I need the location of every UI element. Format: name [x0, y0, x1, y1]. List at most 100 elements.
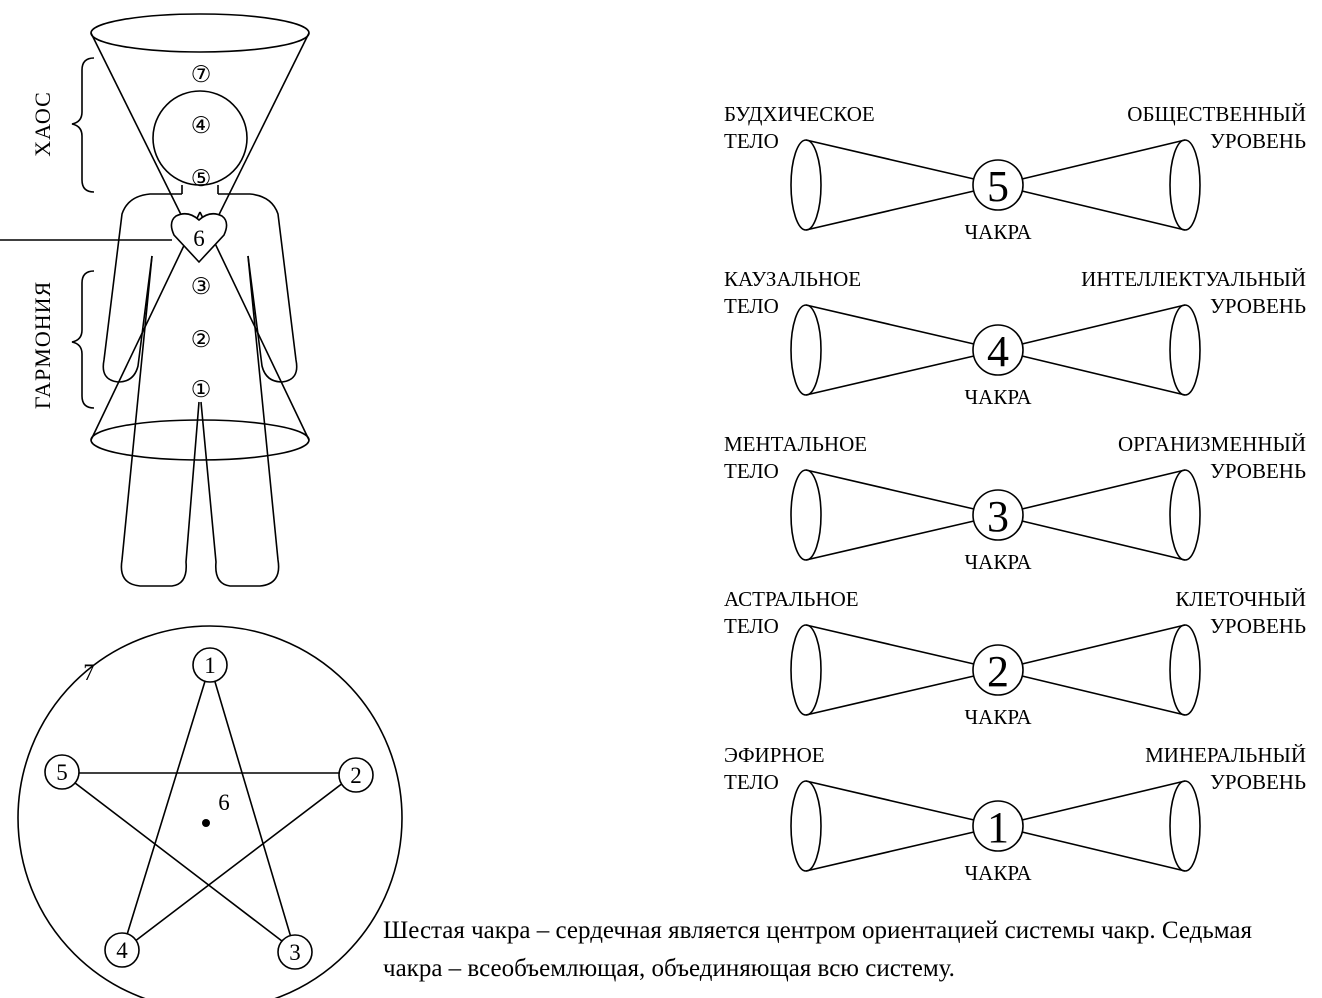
chakra-number: 2	[987, 647, 1009, 696]
chakra-circle	[972, 800, 1024, 852]
right-cone-ellipse	[1169, 469, 1201, 561]
star-point-5-circle	[44, 754, 80, 790]
chakra-caption: ЧАКРА	[965, 220, 1033, 244]
left-label-line2: ТЕЛО	[724, 770, 779, 794]
left-label-line2: ТЕЛО	[724, 459, 779, 483]
left-cone-ellipse	[790, 780, 822, 872]
star-point-5-label: 5	[56, 760, 68, 785]
left-cone-lower	[805, 675, 975, 716]
right-cone-lower	[1021, 190, 1186, 231]
left-cone-upper	[805, 469, 975, 510]
star-center-label: 6	[218, 790, 230, 815]
left-label-line1: АСТРАЛЬНОЕ	[724, 587, 859, 611]
lower-cone-right	[199, 211, 310, 441]
star-point-2-circle	[338, 757, 374, 793]
lower-cone-left	[90, 211, 201, 441]
left-label-line1: МЕНТАЛЬНОЕ	[724, 432, 867, 456]
right-label-line2: УРОВЕНЬ	[1210, 614, 1306, 638]
chakra-number: 3	[987, 492, 1009, 541]
left-label-line1: КАУЗАЛЬНОЕ	[724, 267, 861, 291]
right-cone-lower	[1021, 355, 1186, 396]
chakra-number: 1	[987, 803, 1009, 852]
chakra-number: 4	[987, 327, 1009, 376]
body-chakra-1: ①	[191, 377, 212, 402]
right-cone-ellipse	[1169, 624, 1201, 716]
left-cone-ellipse	[790, 469, 822, 561]
chakra-caption: ЧАКРА	[965, 550, 1033, 574]
body-chakra-5: ⑤	[191, 166, 212, 191]
star-point-3-label: 3	[289, 940, 301, 965]
left-cone-lower	[805, 831, 975, 872]
left-cone-ellipse	[790, 304, 822, 396]
left-cone-upper	[805, 780, 975, 821]
lower-cone-rim	[90, 419, 310, 461]
star-outer-label: 7	[83, 660, 95, 685]
right-label-line2: УРОВЕНЬ	[1210, 294, 1306, 318]
left-cone-ellipse	[790, 139, 822, 231]
right-cone-lower	[1021, 831, 1186, 872]
body-chakras: ⑦ ④ ⑤ 6 ③ ② ①	[191, 62, 212, 402]
star-point-4-label: 4	[116, 938, 128, 963]
legs-outline	[120, 255, 280, 587]
right-cone-upper	[1021, 624, 1186, 665]
body-chakra-4: ④	[191, 113, 212, 138]
left-cone-lower	[805, 355, 975, 396]
chakra-circle	[972, 159, 1024, 211]
right-label-line1: КЛЕТОЧНЫЙ	[1175, 587, 1306, 611]
chakra-row: 3 МЕНТАЛЬНОЕ ТЕЛО ОРГАНИЗМЕННЫЙ УРОВЕНЬ ЧАКРА	[724, 432, 1306, 574]
right-cone-upper	[1021, 139, 1186, 180]
right-cone-lower	[1021, 675, 1186, 716]
right-cone-ellipse	[1169, 780, 1201, 872]
star-center-dot	[202, 819, 210, 827]
right-cone-ellipse	[1169, 139, 1201, 231]
right-label-line2: УРОВЕНЬ	[1210, 770, 1306, 794]
right-label-line2: УРОВЕНЬ	[1210, 129, 1306, 153]
human-figure-outline	[102, 90, 298, 587]
right-cone-ellipse	[1169, 304, 1201, 396]
star-point-2-label: 2	[350, 763, 362, 788]
chaos-brace	[71, 57, 95, 193]
body-chakra-2: ②	[191, 327, 212, 352]
right-cone-upper	[1021, 780, 1186, 821]
left-cone-upper	[805, 624, 975, 665]
chakra-rows: 5БУДХИЧЕСКОЕТЕЛООБЩЕСТВЕННЫЙУРОВЕНЬЧАКРА…	[724, 102, 1306, 885]
upper-cone-rim	[90, 13, 310, 53]
harmony-label: ГАРМОНИЯ	[30, 281, 55, 409]
left-cone-lower	[805, 190, 975, 231]
body-chakra-7: ⑦	[191, 62, 212, 87]
chakra-caption: ЧАКРА	[965, 861, 1033, 885]
body-chakra-6: 6	[193, 226, 205, 251]
lower-cone	[90, 211, 310, 461]
chakra-caption: ЧАКРА	[965, 385, 1033, 409]
caption-text: Шестая чакра – сердечная является центро…	[383, 917, 1253, 982]
right-label-line1: МИНЕРАЛЬНЫЙ	[1145, 743, 1306, 767]
chakra-row: 4 КАУЗАЛЬНОЕ ТЕЛО ИНТЕЛЛЕКТУАЛЬНЫЙ УРОВЕНЬ ЧА…	[724, 267, 1306, 409]
star-diagram: 1 2 3 4 5 7 6	[17, 625, 403, 998]
left-cone-ellipse	[790, 624, 822, 716]
chakra-number: 5	[987, 162, 1009, 211]
chakra-circle	[972, 489, 1024, 541]
right-cone-upper	[1021, 469, 1186, 510]
star-point-1-circle	[192, 647, 228, 683]
chakra-circle	[972, 324, 1024, 376]
left-label-line1: БУДХИЧЕСКОЕ	[724, 102, 875, 126]
left-cone-upper	[805, 139, 975, 180]
left-label-line2: ТЕЛО	[724, 129, 779, 153]
chakra-caption: ЧАКРА	[965, 705, 1033, 729]
right-label-line1: ИНТЕЛЛЕКТУАЛЬНЫЙ	[1081, 267, 1306, 291]
chaos-label: ХАОС	[30, 91, 55, 157]
head-circle	[152, 90, 248, 186]
star-point-1-label: 1	[204, 653, 216, 678]
right-label-line2: УРОВЕНЬ	[1210, 459, 1306, 483]
star-outer-circle	[17, 625, 403, 998]
body-chakra-3: ③	[191, 274, 212, 299]
right-label-line1: ОРГАНИЗМЕННЫЙ	[1118, 432, 1306, 456]
chakra-circle	[972, 644, 1024, 696]
left-label-line2: ТЕЛО	[724, 294, 779, 318]
right-cone-lower	[1021, 520, 1186, 561]
torso-outline	[102, 193, 298, 383]
left-cone-upper	[805, 304, 975, 345]
